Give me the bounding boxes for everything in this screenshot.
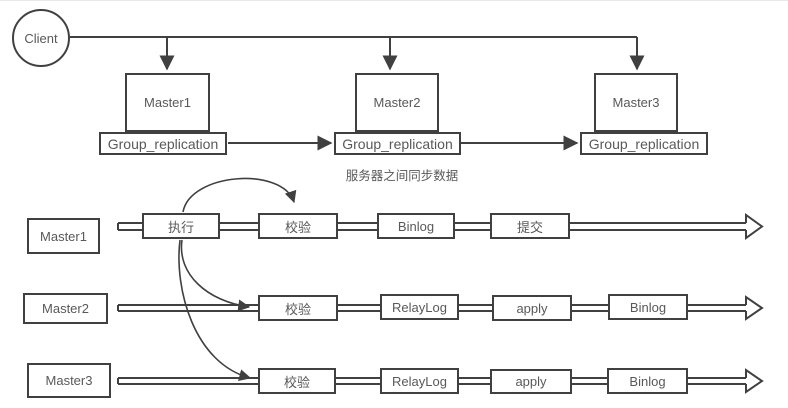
pipeline1-hollow-arrowhead: [745, 213, 764, 240]
master3-node: Master3: [594, 73, 678, 132]
master3-label: Master3: [612, 95, 660, 110]
execute-to-certify3-curve-arrow: [178, 239, 252, 381]
pipeline1-step-execute: 执行: [142, 213, 220, 239]
pipeline1-step-commit: 提交: [490, 213, 570, 239]
group-replication-label: Group_replication: [588, 135, 700, 152]
master1-group-replication-box: Group_replication: [99, 132, 227, 155]
master1-node: Master1: [125, 73, 210, 132]
pipeline2-step-certify: 校验: [258, 295, 338, 321]
sync-caption: 服务器之间同步数据: [345, 169, 459, 183]
pipeline3-label-text: Master3: [45, 373, 93, 388]
step-label: RelayLog: [392, 299, 447, 315]
step-label: 校验: [284, 219, 311, 235]
client-node: Client: [12, 9, 70, 67]
step-label: Binlog: [629, 373, 666, 389]
master3-group-replication-box: Group_replication: [580, 132, 708, 155]
pipeline2-row-label: Master2: [23, 293, 108, 324]
master1-label: Master1: [144, 95, 191, 110]
execute-to-certify1-curve-arrow: [182, 177, 297, 213]
pipeline3-step-relaylog: RelayLog: [380, 368, 459, 394]
pipeline3-row-label: Master3: [27, 363, 111, 398]
group-replication-label: Group_replication: [342, 135, 453, 152]
master2-node: Master2: [355, 73, 439, 132]
master2-label: Master2: [373, 95, 421, 110]
step-label: apply: [516, 300, 548, 316]
pipeline3-step-certify: 校验: [258, 368, 336, 394]
pipeline3-step-apply: apply: [490, 369, 572, 394]
pipeline2-step-relaylog: RelayLog: [380, 294, 459, 320]
step-label: apply: [515, 374, 547, 389]
step-label: Binlog: [629, 299, 667, 315]
step-label: 校验: [284, 301, 311, 317]
step-label: 提交: [516, 219, 543, 235]
pipeline1-step-certify: 校验: [258, 213, 338, 239]
group-replication-label: Group_replication: [107, 135, 219, 152]
pipeline1-row-label: Master1: [27, 218, 100, 254]
pipeline2-label-text: Master2: [42, 301, 89, 316]
pipeline3-step-binlog: Binlog: [607, 368, 688, 394]
execute-to-certify2-curve-arrow: [180, 239, 251, 312]
master2-group-replication-box: Group_replication: [334, 132, 461, 155]
pipeline1-label-text: Master1: [40, 228, 87, 244]
client-label: Client: [24, 30, 58, 46]
step-label: Binlog: [397, 218, 435, 234]
step-label: 校验: [283, 374, 310, 390]
pipeline2-step-apply: apply: [492, 295, 572, 321]
pipeline2-hollow-arrowhead: [745, 295, 764, 321]
pipeline3-hollow-arrowhead: [745, 368, 764, 394]
step-label: RelayLog: [392, 373, 447, 389]
pipeline1-step-binlog: Binlog: [377, 213, 455, 239]
pipeline2-step-binlog: Binlog: [608, 294, 688, 320]
step-label: 执行: [167, 219, 194, 235]
